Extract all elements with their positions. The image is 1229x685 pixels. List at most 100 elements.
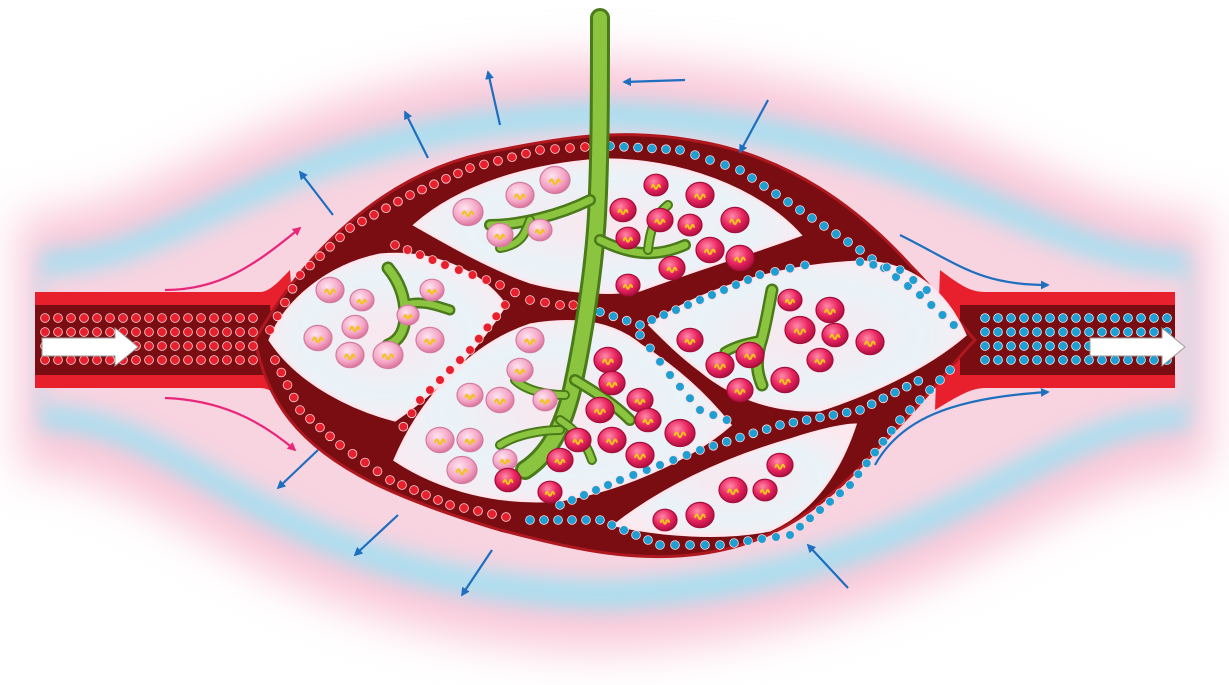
venous-cell [1163,314,1172,323]
venous-cell [946,366,955,375]
venous-cell [580,491,589,500]
tissue-cell-pale [487,223,513,246]
venous-cell [882,263,891,272]
arterial-cell [171,342,180,351]
venous-cell [1137,328,1146,337]
arterial-cell [197,356,206,365]
arterial-cell [566,144,575,153]
arterial-cell [316,423,325,432]
arterial-cell [197,314,206,323]
venous-cell [609,312,618,321]
tissue-cell-bright [495,468,521,491]
arterial-cell [106,328,115,337]
arterial-cell [446,501,455,510]
venous-cell [981,314,990,323]
arterial-cell [236,328,245,337]
venous-cell [1124,356,1133,365]
venous-cell [994,328,1003,337]
arterial-cell [460,504,469,513]
tissue-cell-pale [528,219,552,241]
arterial-cell [288,284,297,293]
arterial-cell [41,328,50,337]
arterial-cell [474,507,483,516]
venous-cell [1124,328,1133,337]
arterial-cell [496,281,505,290]
venous-cell [648,144,657,153]
venous-cell [656,541,665,550]
arterial-cell [501,301,510,310]
venous-cell [1007,356,1016,365]
venous-cell [826,497,835,506]
venous-cell [1072,314,1081,323]
arterial-cell [403,246,412,255]
venous-cell [632,531,641,540]
arterial-cell [67,328,76,337]
venous-cell [604,481,613,490]
arterial-cell [236,314,245,323]
arterial-cell [508,153,517,162]
arterial-cell [223,314,232,323]
venous-cell [887,426,896,435]
tissue-cell-bright [677,328,703,351]
arterial-cell [93,356,102,365]
venous-cell [869,260,878,269]
arterial-cell [456,356,465,365]
venous-cell [844,238,853,247]
tissue-cell-bright [753,479,777,501]
venous-cell [1098,356,1107,365]
tissue-cell-pale [426,427,454,452]
arterial-cell [541,298,550,307]
venous-cell [708,291,717,300]
tissue-cell-bright [616,227,640,249]
venous-cell [636,321,645,330]
venous-cell [744,276,753,285]
arterial-cell [494,156,503,165]
arterial-cell [373,467,382,476]
venous-cell [1059,328,1068,337]
venous-cell [666,371,675,380]
tissue-cell-bright [686,502,714,527]
venous-cell [676,382,685,391]
venous-cell [1137,356,1146,365]
arterial-cell [436,376,445,385]
venous-cell [1137,314,1146,323]
venous-cell [1085,314,1094,323]
arterial-cell [41,356,50,365]
tissue-cell-bright [771,367,799,392]
venous-cell [796,522,805,531]
arterial-cell [197,328,206,337]
venous-cell [716,541,725,550]
venous-cell [862,459,871,468]
arterial-cell [398,481,407,490]
arterial-cell [184,328,193,337]
arterial-cell [93,328,102,337]
venous-cell [820,222,829,231]
arterial-cell [391,241,400,250]
arterial-cell [210,342,219,351]
venous-cell [1020,356,1029,365]
venous-cell [1085,356,1094,365]
arterial-cell [406,191,415,200]
venous-cell [669,456,678,465]
venous-cell [801,261,810,270]
tissue-cell-bright [635,408,661,431]
arterial-cell [382,204,391,213]
venous-cell [816,506,825,515]
tissue-cell-bright [610,198,636,221]
venous-cell [1059,356,1068,365]
tissue-cell-bright [659,256,685,279]
venous-cell [1111,328,1120,337]
arterial-cell [283,381,292,390]
arterial-cell [370,210,379,219]
arterial-cell [468,271,477,280]
tissue-cell-bright [807,348,833,371]
tissue-cell-bright [856,329,884,354]
arterial-cell [132,314,141,323]
arterial-cell [106,314,115,323]
tissue-cell-pale [447,457,477,484]
venous-cell [1020,342,1029,351]
venous-cell [772,533,781,542]
venous-cell [644,536,653,545]
venous-cell [701,541,710,550]
venous-cell [526,516,535,525]
